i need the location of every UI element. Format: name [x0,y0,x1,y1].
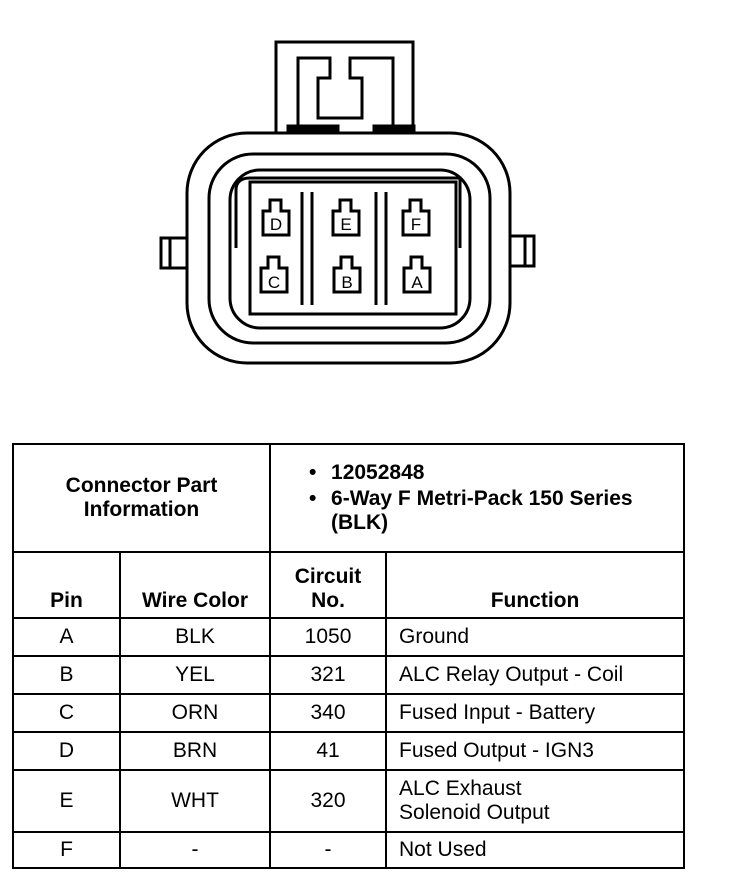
cell-function: Not Used [385,831,686,869]
connector-part-info-label: Connector Part Information [11,443,272,553]
cell-circuit: 340 [269,693,388,733]
pin-terminal-a: A [402,255,432,294]
cell-pin: A [12,617,121,657]
col-header-pin: Pin [12,551,121,619]
cell-circuit: - [269,831,388,869]
cell-pin: B [12,655,121,695]
part-description: 6-Way F Metri-Pack 150 Series (BLK) [309,487,677,535]
info-row: Connector Part Information 12052848 6-Wa… [11,443,686,553]
pin-terminal-f: F [401,198,431,237]
connector-part-info-values: 12052848 6-Way F Metri-Pack 150 Series (… [269,443,686,553]
cell-function: ALC Exhaust Solenoid Output [385,769,686,833]
pin-terminal-e: E [331,198,361,237]
pin-label-f: F [411,215,421,234]
cell-pin: C [12,693,121,733]
table-row: B YEL 321 ALC Relay Output - Coil [12,655,686,695]
cell-wire-color: BLK [118,617,272,657]
pin-terminal-b: B [332,255,362,294]
cell-circuit: 320 [269,769,388,833]
cell-wire-color: YEL [118,655,272,695]
cell-pin: F [12,831,121,869]
pin-label-d: D [270,215,282,234]
col-header-wire-color: Wire Color [118,551,272,619]
cell-circuit: 41 [269,731,388,771]
cell-circuit: 1050 [269,617,388,657]
pin-label-a: A [411,273,423,292]
pin-label-e: E [340,215,351,234]
connector-housing [185,131,512,365]
cell-wire-color: - [118,831,272,869]
pin-terminal-c: C [259,255,289,294]
cell-wire-color: BRN [118,731,272,771]
column-header-row: Pin Wire Color Circuit No. Function [12,551,686,619]
connector-latch [274,40,416,139]
connector-diagram: D E F C B A [159,40,536,365]
pin-label-c: C [268,273,280,292]
table-row: A BLK 1050 Ground [12,617,686,657]
pin-terminal-d: D [261,198,291,237]
cell-pin: D [12,731,121,771]
cell-wire-color: WHT [118,769,272,833]
part-number: 12052848 [309,461,677,485]
pin-cavity [248,180,458,316]
connector-side-tabs [159,234,536,270]
table-row: E WHT 320 ALC Exhaust Solenoid Output [12,769,686,833]
cell-function: ALC Relay Output - Coil [385,655,686,695]
col-header-function: Function [385,551,686,619]
cell-function: Fused Output - IGN3 [385,731,686,771]
cell-circuit: 321 [269,655,388,695]
col-header-circuit: Circuit No. [269,551,388,619]
cell-function: Ground [385,617,686,657]
cell-wire-color: ORN [118,693,272,733]
table-row: F - - Not Used [12,831,686,869]
table-row: D BRN 41 Fused Output - IGN3 [12,731,686,771]
cell-pin: E [12,769,121,833]
pin-label-b: B [341,273,352,292]
table-row: C ORN 340 Fused Input - Battery [12,693,686,733]
connector-table: Connector Part Information 12052848 6-Wa… [11,443,686,869]
cell-function: Fused Input - Battery [385,693,686,733]
